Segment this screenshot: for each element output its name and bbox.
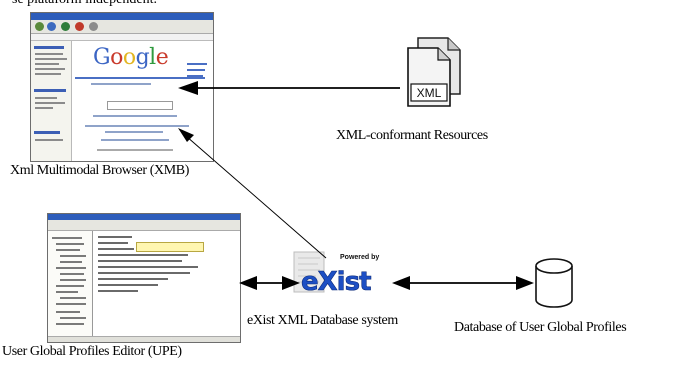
arrow-editor-exist xyxy=(239,276,300,290)
top-text: se plataform independent. xyxy=(12,0,157,8)
browser-caption: Xml Multimodal Browser (XMB) xyxy=(10,163,189,178)
arrow-exist-database xyxy=(392,276,534,290)
google-logo: Google xyxy=(93,45,169,70)
database-caption: Database of User Global Profiles xyxy=(454,320,627,335)
arrow-exist-to-browser xyxy=(178,128,327,259)
exist-logo: Powered by eXist xyxy=(293,251,379,297)
editor-caption: User Global Profiles Editor (UPE) xyxy=(2,344,182,359)
database-icon xyxy=(535,258,573,308)
browser-screenshot: Google xyxy=(30,12,214,162)
arrow-resources-to-browser xyxy=(178,81,400,95)
exist-caption: eXist XML Database system xyxy=(247,313,398,328)
resources-caption: XML-conformant Resources xyxy=(336,128,488,143)
exist-logo-small-text: Powered by xyxy=(340,254,379,261)
xml-icon-label: XML xyxy=(417,86,442,100)
exist-logo-text: eXist xyxy=(301,267,371,297)
xml-document-icon: XML xyxy=(407,37,461,107)
editor-screenshot xyxy=(47,213,241,343)
